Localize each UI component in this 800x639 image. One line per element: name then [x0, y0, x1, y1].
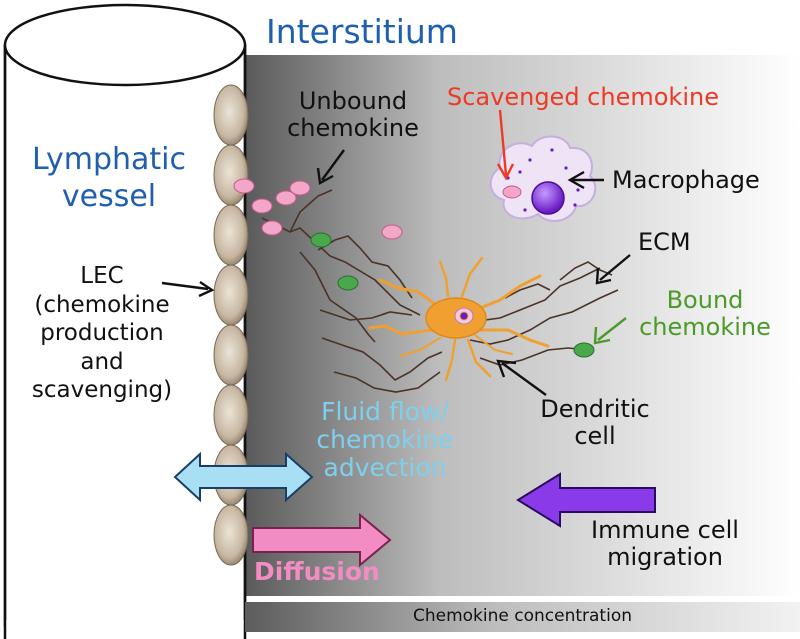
fluid-flow-arrow — [173, 451, 314, 503]
immune-migration-arrow — [516, 472, 656, 528]
bound-chemokine-label: Bound chemokine — [639, 286, 771, 341]
macrophage — [489, 135, 597, 222]
bound-chemokines — [310, 232, 595, 358]
fluid-flow-label: Fluid flow/ chemokine advection — [316, 397, 454, 482]
diffusion-label: Diffusion — [254, 557, 380, 586]
ecm-label: ECM — [638, 228, 691, 256]
lymphatic-vessel — [3, 3, 247, 639]
lymphatic-vessel-label: Lymphatic vessel — [32, 142, 186, 214]
dendritic-cell — [368, 256, 550, 382]
macrophage-label: Macrophage — [612, 166, 760, 194]
ecm-fibers — [261, 189, 619, 393]
lec-cells — [213, 84, 249, 566]
chemokine-concentration-label: Chemokine concentration — [412, 606, 632, 626]
scavenged-chemokine-label: Scavenged chemokine — [447, 83, 719, 111]
interstitium-label: Interstitium — [266, 12, 458, 51]
dendritic-cell-label: Dendritic cell — [540, 395, 650, 450]
unbound-chemokine-label: Unbound chemokine — [287, 87, 419, 142]
pointer-arrows — [161, 109, 631, 396]
lec-label: LEC (chemokine production and scavenging… — [31, 263, 173, 404]
diffusion-arrow — [252, 512, 392, 568]
immune-migration-label: Immune cell migration — [591, 516, 739, 571]
unbound-chemokines — [233, 178, 403, 240]
concentration-gradient-bar — [245, 602, 800, 632]
